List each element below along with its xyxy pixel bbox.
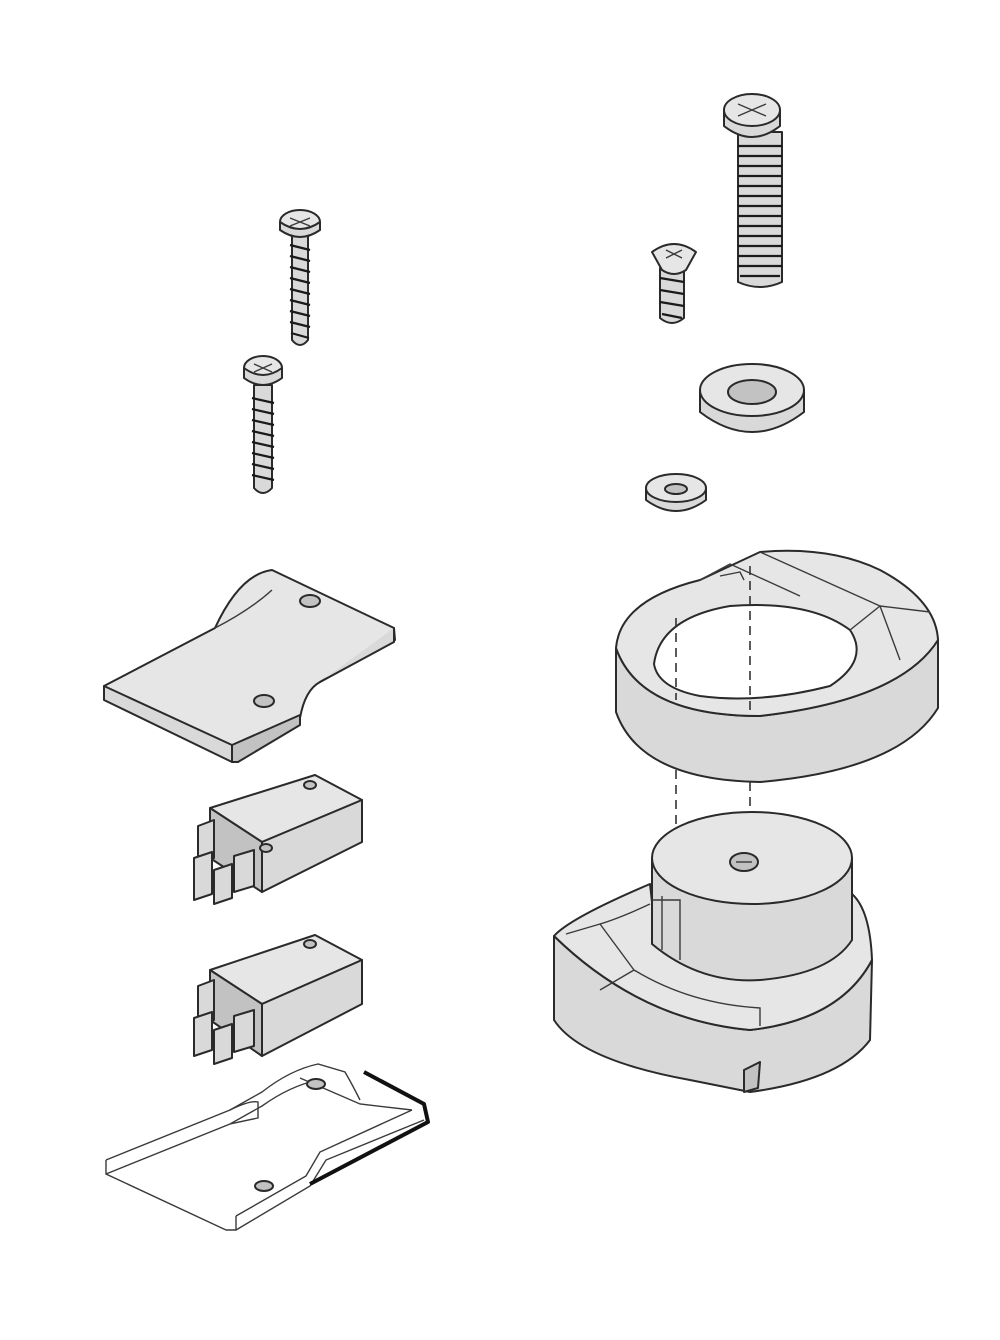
- cam-ring: [615, 549, 939, 783]
- large-washer: [699, 363, 805, 433]
- long-screw-left: [279, 209, 321, 346]
- micro-switch-upper: [193, 774, 363, 905]
- small-washer: [645, 473, 707, 512]
- cam-base: [553, 811, 873, 1093]
- wire-frame-bracket: [105, 1063, 430, 1231]
- micro-switch-lower: [193, 934, 363, 1065]
- short-screw-right: [651, 243, 697, 324]
- mounting-bracket: [103, 569, 396, 763]
- long-bolt-right: [723, 93, 783, 288]
- short-screw-left: [243, 355, 283, 494]
